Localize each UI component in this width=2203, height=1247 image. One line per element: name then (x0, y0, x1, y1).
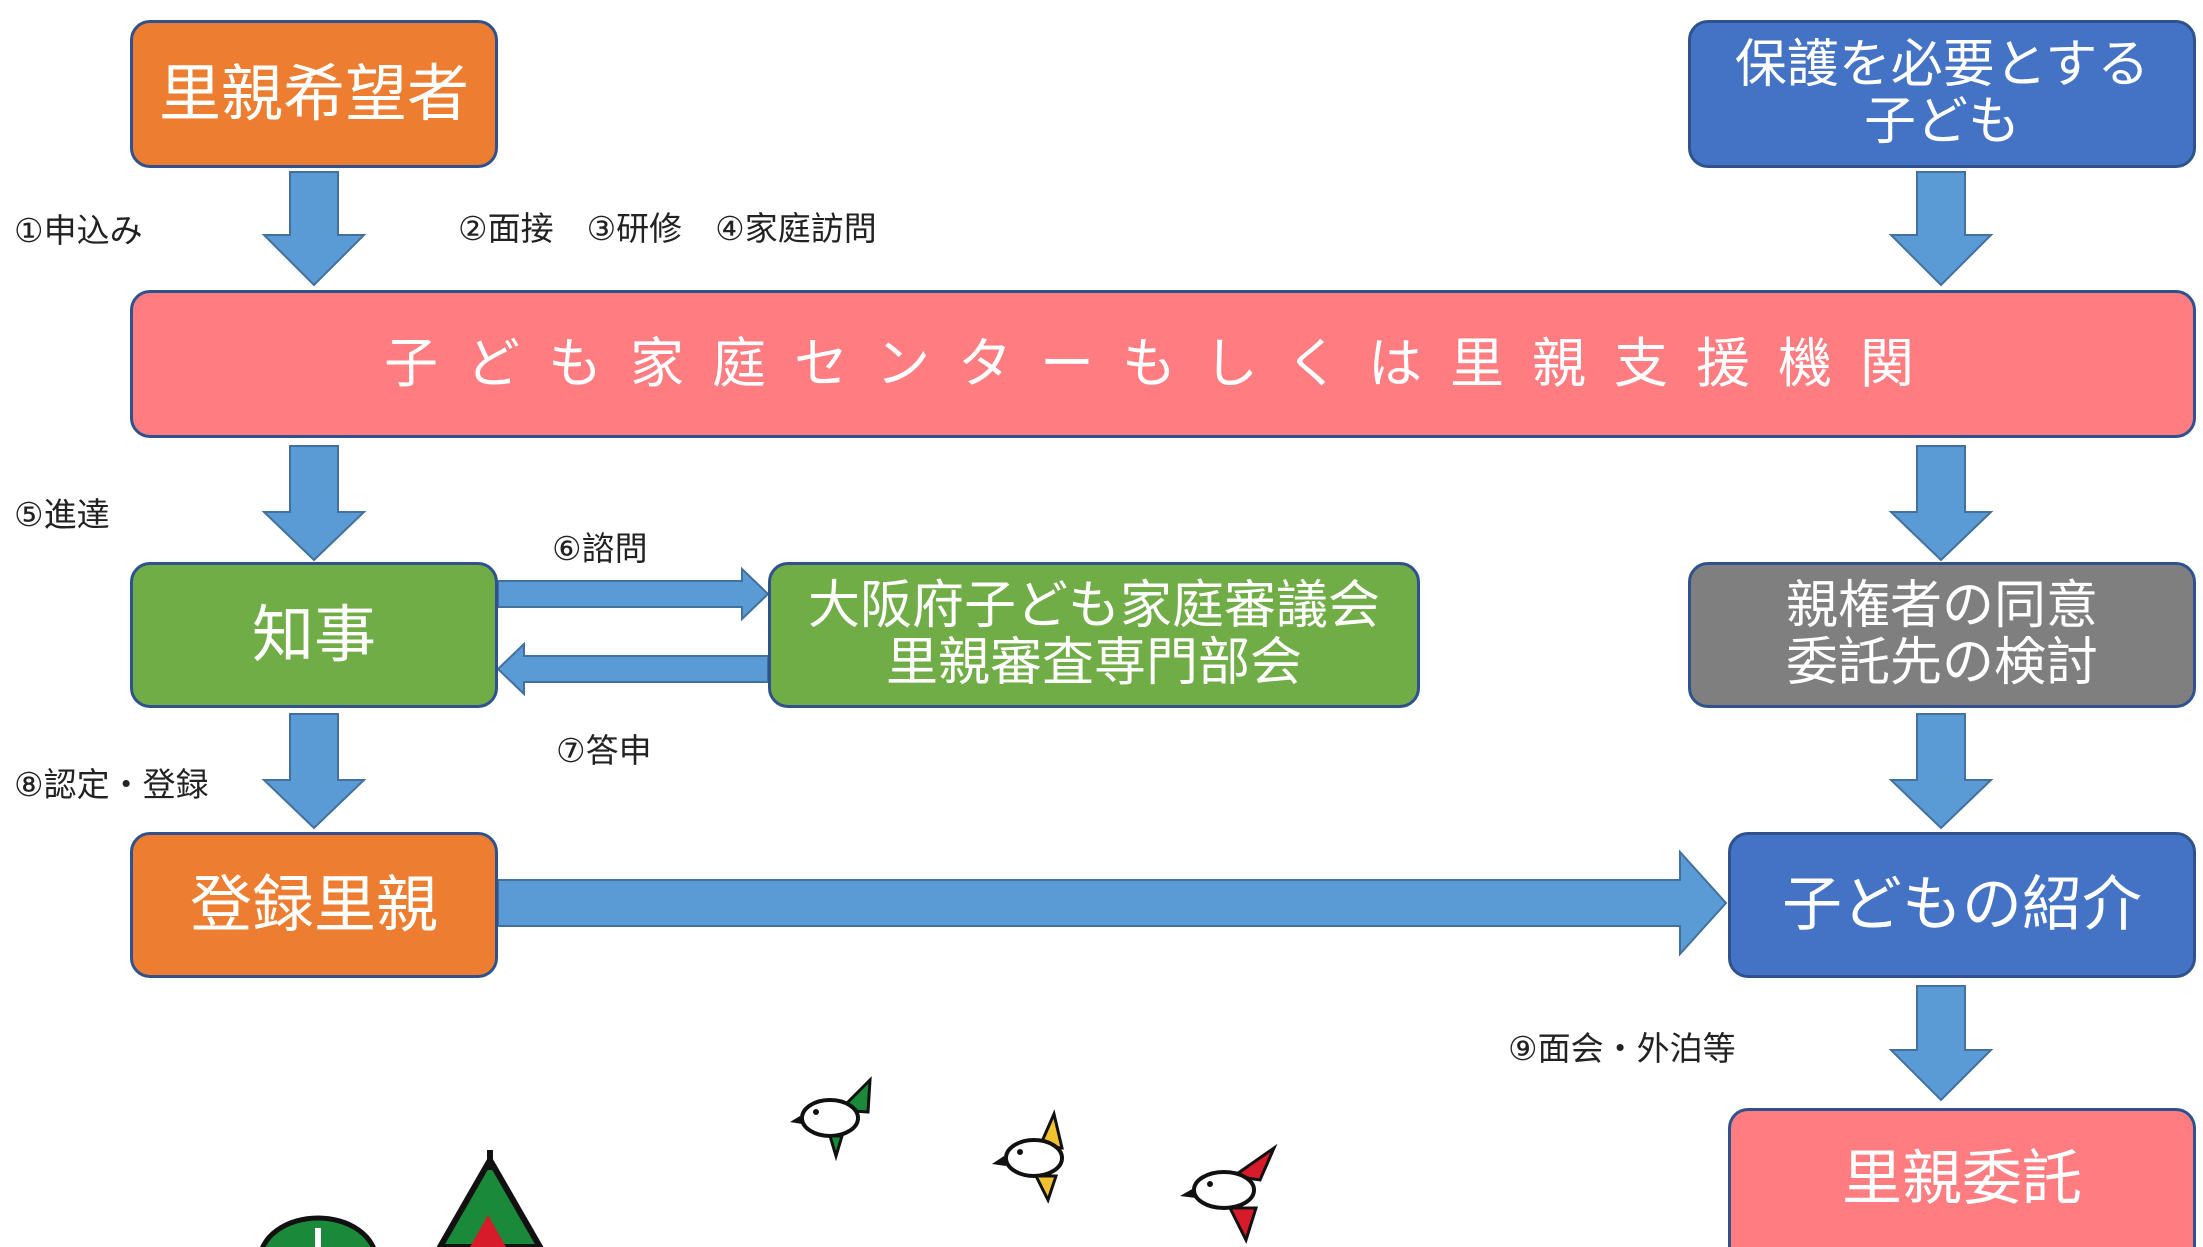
council-line-1: 大阪府子ども家庭審議会 (807, 575, 1380, 636)
bird-icon (790, 1076, 872, 1162)
introduction-label: 子どもの紹介 (1782, 870, 2142, 940)
governor-label: 知事 (251, 597, 376, 671)
arrow-forward-down (261, 445, 367, 562)
council-box: 大阪府子ども家庭審議会 里親審査専門部会 (768, 562, 1420, 708)
arrow-child-down (1888, 171, 1994, 287)
arrow-intro-down (1888, 985, 1994, 1102)
center-box: 子ども家庭センターもしくは里親支援機関 (130, 290, 2196, 438)
introduction-box: 子どもの紹介 (1728, 832, 2196, 978)
child-in-need-box: 保護を必要とする 子ども (1688, 20, 2196, 168)
child-in-need-line-1: 保護を必要とする (1734, 34, 2150, 95)
step-5-label: ⑤進達 (14, 495, 110, 534)
arrow-apply-down (261, 171, 367, 287)
placement-label: 里親委託 (1842, 1144, 2082, 1214)
step-1-label: ①申込み (14, 211, 143, 250)
step-7-label: ⑦答申 (556, 731, 652, 770)
child-in-need-line-2: 子ども (1863, 92, 2020, 152)
council-line-2: 里親審査専門部会 (885, 633, 1302, 693)
bird-icon (992, 1109, 1064, 1204)
step-8-label: ⑧認定・登録 (14, 765, 209, 804)
consent-box: 親権者の同意 委託先の検討 (1688, 562, 2196, 708)
governor-box: 知事 (130, 562, 498, 708)
tree-icon (260, 1215, 376, 1247)
step-6-label: ⑥諮問 (552, 529, 648, 568)
applicant-label: 里親希望者 (158, 56, 469, 130)
arrow-center-down (1888, 445, 1994, 562)
arrow-consent-down (1888, 713, 1994, 830)
consent-line-2: 委託先の検討 (1785, 633, 2098, 693)
arrow-inquiry-right (497, 566, 770, 622)
bird-icon (1180, 1143, 1278, 1244)
registered-parent-box: 登録里親 (130, 832, 498, 978)
tree-icon (436, 1150, 544, 1247)
center-label: 子ども家庭センターもしくは里親支援機関 (384, 332, 1942, 396)
applicant-box: 里親希望者 (130, 20, 498, 168)
arrow-report-left (496, 641, 769, 697)
placement-box: 里親委託 (1728, 1108, 2196, 1247)
step-9-label: ⑨面会・外泊等 (1508, 1029, 1736, 1068)
step-2-4-label: ②面接 ③研修 ④家庭訪問 (458, 209, 877, 248)
consent-line-1: 親権者の同意 (1785, 575, 2098, 636)
arrow-certify-down (261, 713, 367, 830)
registered-parent-label: 登録里親 (189, 867, 438, 941)
arrow-registered-to-intro (497, 849, 1728, 957)
